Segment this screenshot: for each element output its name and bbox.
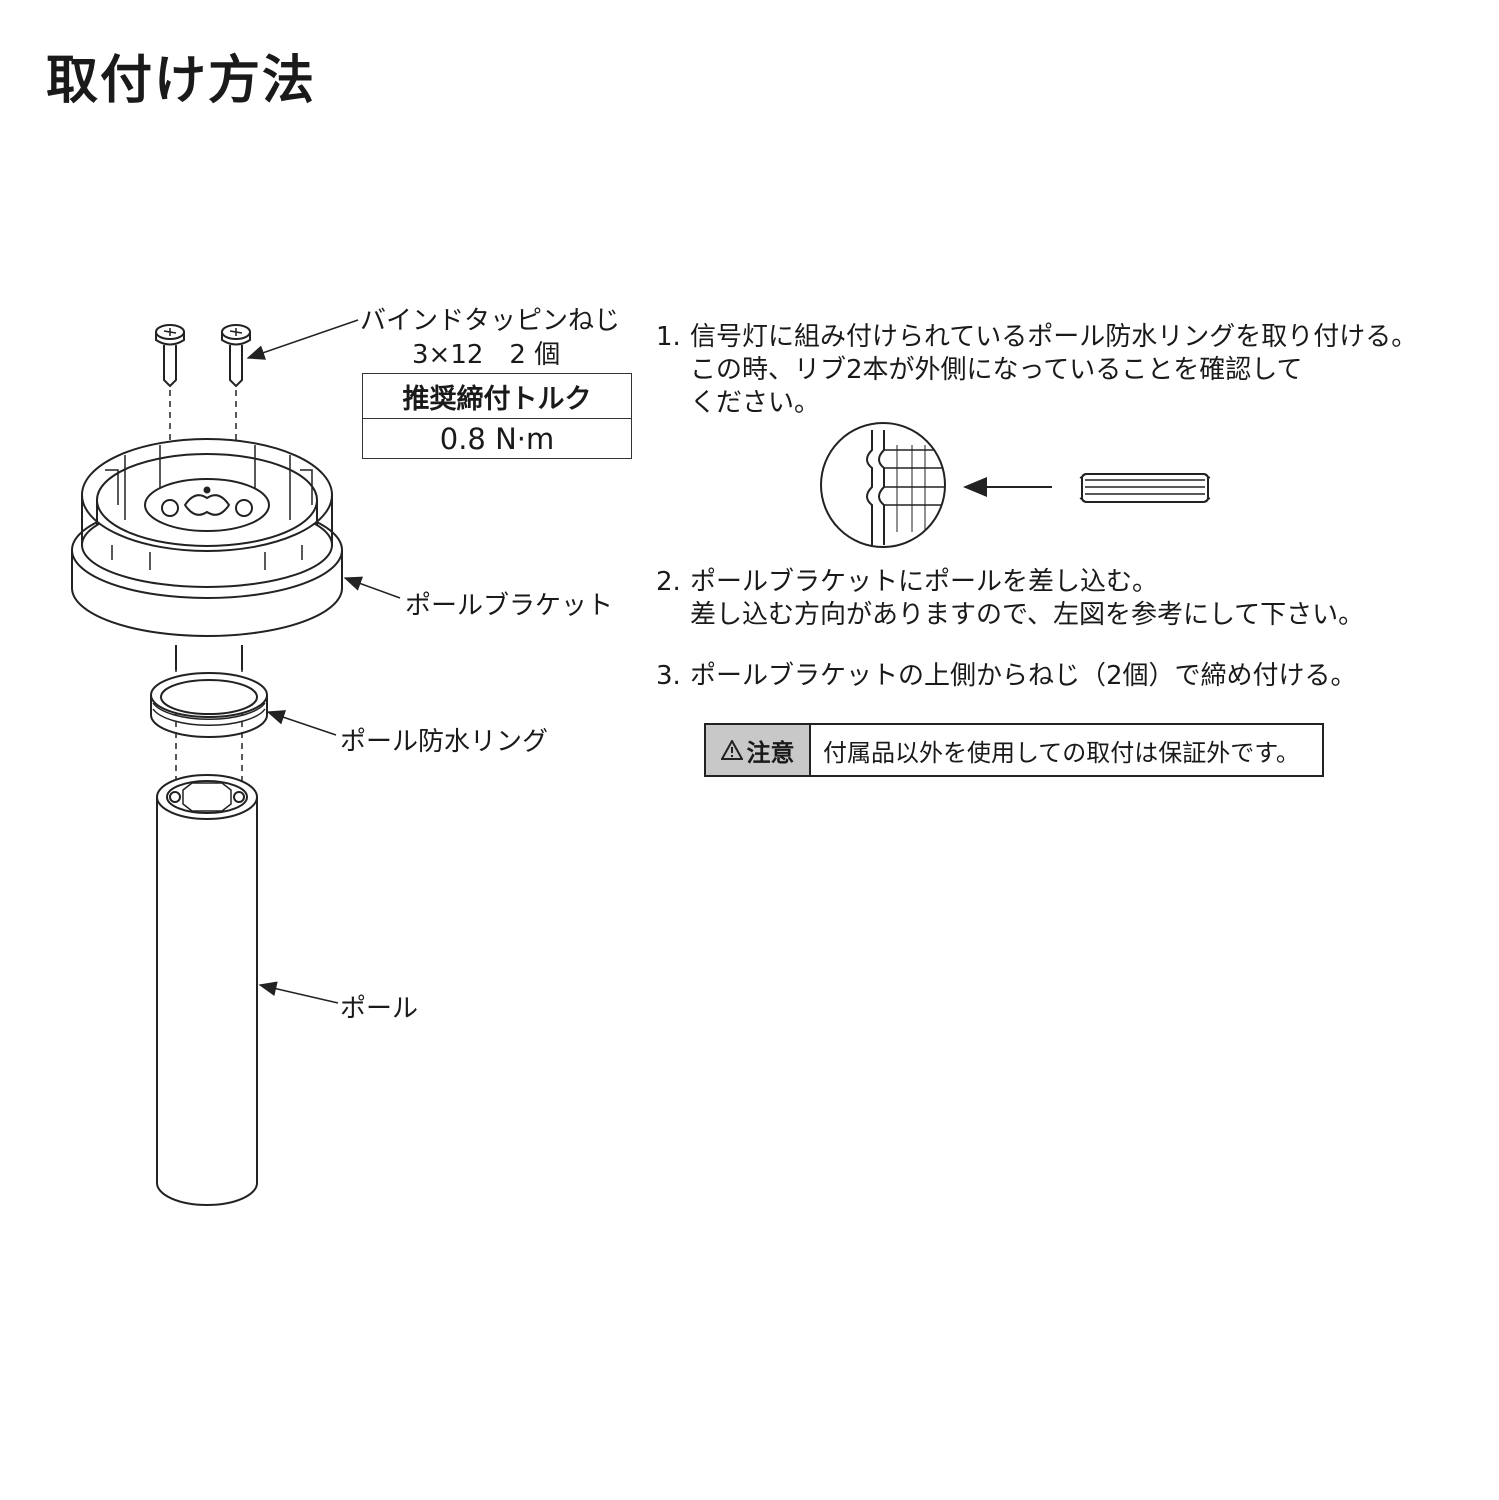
- screw-right-icon: [221, 324, 251, 388]
- step-2-line-1: ポールブラケットにポールを差し込む。: [690, 567, 1159, 597]
- torque-value: 0.8 N·m: [439, 422, 555, 456]
- step-2-number: 2.: [656, 567, 681, 597]
- step-2-line-2: 差し込む方向がありますので、左図を参考にして下さい。: [690, 600, 1365, 630]
- pole-bracket-icon: [71, 438, 343, 637]
- pole-label: ポール: [340, 994, 419, 1024]
- step-3-number: 3.: [656, 661, 681, 691]
- step-1-line-2: この時、リブ2本が外側になっていることを確認して: [690, 355, 1303, 385]
- step-1-line-1: 信号灯に組み付けられているポール防水リングを取り付ける。: [690, 322, 1418, 352]
- caution-text: 付属品以外を使用しての取付は保証外です。: [823, 738, 1300, 767]
- caution-box: 注意 付属品以外を使用しての取付は保証外です。: [704, 723, 1324, 777]
- step-1: 1. 信号灯に組み付けられているポール防水リングを取り付ける。 この時、リブ2本が…: [656, 321, 1417, 420]
- bracket-label: ポールブラケット: [405, 591, 614, 621]
- warning-triangle-icon: [720, 740, 743, 760]
- caution-label: 注意: [746, 738, 795, 767]
- screw-label: バインドタッピンねじ: [360, 306, 621, 336]
- step-3-line-1: ポールブラケットの上側からねじ（2個）で締め付ける。: [690, 661, 1357, 691]
- ring-profile-icon: [1079, 473, 1211, 503]
- torque-table: 推奨締付トルク 0.8 N·m: [362, 373, 632, 459]
- leader-lines: [246, 319, 401, 1004]
- rib-detail-icon: [820, 422, 946, 548]
- screw-left-icon: [155, 324, 185, 388]
- step-1-number: 1.: [656, 322, 681, 352]
- step-2: 2. ポールブラケットにポールを差し込む。 差し込む方向がありますので、左図を参考…: [656, 566, 1364, 632]
- caution-label-cell: 注意: [706, 725, 811, 775]
- step-1-line-3: ください。: [690, 388, 821, 418]
- screw-spec-label: 3×12 2 個: [412, 340, 561, 370]
- torque-header: 推奨締付トルク: [363, 374, 631, 419]
- ring-label: ポール防水リング: [340, 727, 549, 757]
- waterproof-ring-icon: [150, 672, 268, 738]
- page-title: 取付け方法: [46, 51, 317, 111]
- pole-icon: [156, 774, 258, 1206]
- step-3: 3. ポールブラケットの上側からねじ（2個）で締め付ける。: [656, 660, 1357, 693]
